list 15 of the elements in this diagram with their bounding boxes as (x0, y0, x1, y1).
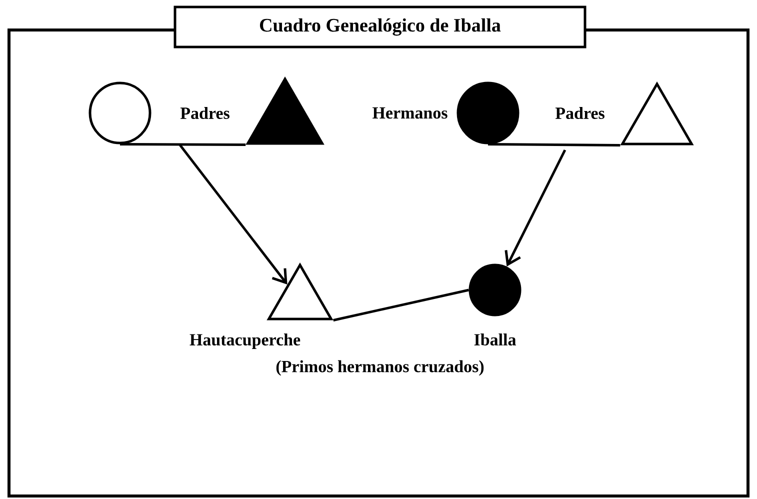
kinship-label: Hermanos (372, 107, 448, 119)
connector-line (120, 143, 246, 146)
connector-line (333, 288, 470, 322)
circle-symbol (88, 82, 152, 144)
kinship-label: (Primos hermanos cruzados) (276, 360, 484, 376)
person-name: Hautacuperche (190, 334, 300, 349)
kinship-label: Padres (555, 107, 604, 119)
title-box: Cuadro Genealógico de Iballa (174, 6, 586, 48)
circle-symbol (456, 82, 520, 144)
connector-line (488, 143, 620, 146)
person-name: Iballa (474, 334, 516, 346)
circle-symbol (468, 264, 522, 316)
arrow (504, 149, 566, 267)
arrow (179, 144, 288, 284)
kinship-label: Padres (180, 107, 230, 119)
